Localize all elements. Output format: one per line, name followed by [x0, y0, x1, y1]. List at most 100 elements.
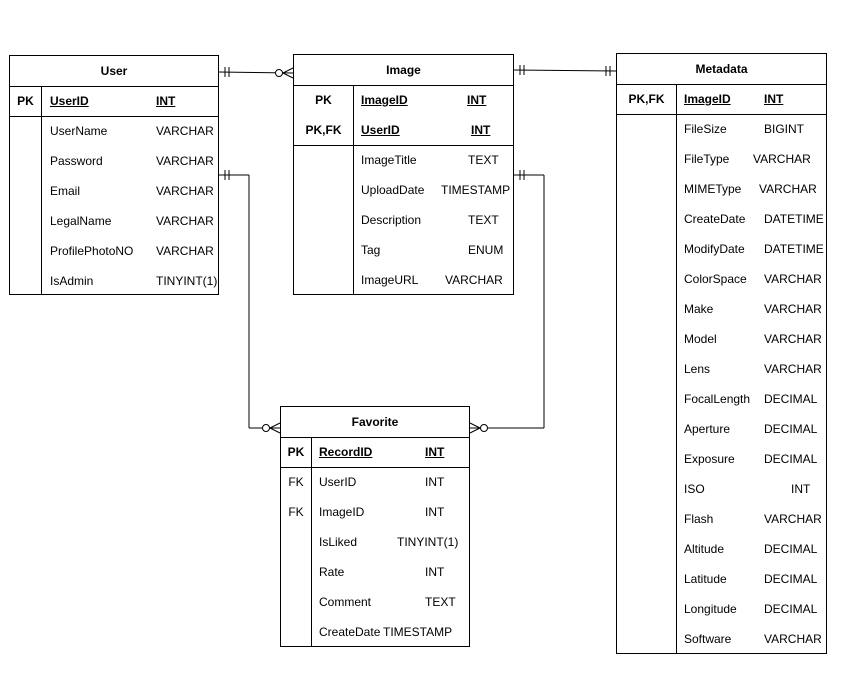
field-name: FocalLength [684, 392, 751, 406]
field-type: VARCHAR [764, 302, 822, 316]
crows-foot-prong [282, 72, 294, 79]
field-type: VARCHAR [753, 152, 811, 166]
entity-row[interactable]: Lens VARCHAR [617, 354, 826, 384]
entity-row[interactable]: Software VARCHAR [617, 624, 826, 654]
field-name: Software [684, 632, 732, 646]
entity-row[interactable]: ColorSpace VARCHAR [617, 264, 826, 294]
entity-row[interactable]: IsAdmin TINYINT(1) [10, 266, 218, 296]
field-type: INT [425, 565, 445, 579]
field-type: TEXT [468, 213, 499, 227]
field-name: IsAdmin [50, 274, 94, 288]
entity-row[interactable]: Aperture DECIMAL [617, 414, 826, 444]
entity-row[interactable]: Flash VARCHAR [617, 504, 826, 534]
field-type: DATETIME [764, 242, 824, 256]
entity-favorite[interactable]: Favorite PK RecordID INT FK UserID INT F… [280, 406, 470, 647]
entity-row[interactable]: PK ImageID INT [294, 85, 513, 115]
row-key: PK,FK [305, 123, 342, 137]
field-type: INT [425, 445, 445, 459]
entity-row[interactable]: ProfilePhotoNO VARCHAR [10, 236, 218, 266]
field-type: VARCHAR [764, 332, 822, 346]
entity-row[interactable]: PK,FK ImageID INT [617, 84, 826, 114]
row-key: PK,FK [628, 92, 665, 106]
field-name: Aperture [684, 422, 731, 436]
field-name: FileType [684, 152, 730, 166]
field-name: RecordID [319, 445, 373, 459]
row-key: FK [288, 505, 304, 519]
entity-row[interactable]: FocalLength DECIMAL [617, 384, 826, 414]
field-name: ImageID [361, 93, 408, 107]
entity-row[interactable]: CreateDate TIMESTAMP [281, 617, 469, 647]
entity-row[interactable]: ImageURL VARCHAR [294, 265, 513, 295]
field-type: INT [156, 94, 176, 108]
entity-row[interactable]: FK UserID INT [281, 467, 469, 497]
field-name: ImageID [684, 92, 731, 106]
entity-image[interactable]: Image PK ImageID INT PK,FK UserID INT Im… [293, 54, 514, 295]
entity-row[interactable]: ModifyDate DATETIME [617, 234, 826, 264]
field-name: Comment [319, 595, 372, 609]
entity-row[interactable]: UploadDate TIMESTAMP [294, 175, 513, 205]
entity-row[interactable]: Longitude DECIMAL [617, 594, 826, 624]
entity-row[interactable]: Model VARCHAR [617, 324, 826, 354]
field-type: INT [764, 92, 784, 106]
entity-row[interactable]: LegalName VARCHAR [10, 206, 218, 236]
entity-row[interactable]: Email VARCHAR [10, 176, 218, 206]
field-name: IsLiked [319, 535, 358, 549]
field-name: ProfilePhotoNO [50, 244, 134, 258]
field-type: DECIMAL [764, 602, 818, 616]
field-type: DECIMAL [764, 422, 818, 436]
field-name: UploadDate [361, 183, 425, 197]
entity-title: User [10, 56, 218, 87]
field-type: INT [467, 93, 487, 107]
field-type: DECIMAL [764, 572, 818, 586]
entity-row[interactable]: ImageTitle TEXT [294, 145, 513, 175]
field-name: ImageURL [361, 273, 419, 287]
field-name: UserID [319, 475, 357, 489]
entity-row[interactable]: Rate INT [281, 557, 469, 587]
entity-row[interactable]: MIMEType VARCHAR [617, 174, 826, 204]
entity-row[interactable]: FK ImageID INT [281, 497, 469, 527]
entity-row[interactable]: ISO INT [617, 474, 826, 504]
field-name: ModifyDate [684, 242, 745, 256]
field-type: VARCHAR [156, 214, 214, 228]
entity-row[interactable]: UserName VARCHAR [10, 116, 218, 146]
entity-row[interactable]: CreateDate DATETIME [617, 204, 826, 234]
entity-row[interactable]: Latitude DECIMAL [617, 564, 826, 594]
row-key: PK [17, 94, 34, 108]
entity-row[interactable]: PK UserID INT [10, 86, 218, 116]
field-type: VARCHAR [764, 272, 822, 286]
cardinality-zero-circle [480, 424, 488, 432]
entity-row[interactable]: Altitude DECIMAL [617, 534, 826, 564]
entity-user[interactable]: User PK UserID INT UserName VARCHAR Pass… [9, 55, 219, 295]
field-name: Rate [319, 565, 345, 579]
field-name: CreateDate [684, 212, 746, 226]
entity-metadata[interactable]: Metadata PK,FK ImageID INT FileSize BIGI… [616, 53, 827, 654]
entity-row[interactable]: FileSize BIGINT [617, 114, 826, 144]
field-name: UserID [361, 123, 400, 137]
entity-row[interactable]: FileType VARCHAR [617, 144, 826, 174]
entity-row[interactable]: Description TEXT [294, 205, 513, 235]
field-type: TINYINT(1) [156, 274, 218, 288]
field-name: Model [684, 332, 717, 346]
relationship-line [513, 69, 617, 72]
entity-row[interactable]: Comment TEXT [281, 587, 469, 617]
field-type: TIMESTAMP [383, 625, 453, 639]
field-type: TEXT [425, 595, 456, 609]
entity-row[interactable]: Exposure DECIMAL [617, 444, 826, 474]
entity-row[interactable]: Password VARCHAR [10, 146, 218, 176]
entity-row[interactable]: PK,FK UserID INT [294, 115, 513, 145]
field-name: Lens [684, 362, 711, 376]
field-type: VARCHAR [156, 184, 214, 198]
field-type: INT [791, 482, 811, 496]
row-key: PK [287, 445, 305, 459]
field-name: UserID [50, 94, 89, 108]
field-type: DECIMAL [764, 392, 818, 406]
entity-row[interactable]: PK RecordID INT [281, 437, 469, 467]
entity-row[interactable]: Make VARCHAR [617, 294, 826, 324]
entity-row[interactable]: Tag ENUM [294, 235, 513, 265]
entity-row[interactable]: IsLiked TINYINT(1) [281, 527, 469, 557]
field-type: DATETIME [764, 212, 824, 226]
field-type: VARCHAR [445, 273, 503, 287]
field-type: INT [425, 475, 445, 489]
field-name: Email [50, 184, 81, 198]
